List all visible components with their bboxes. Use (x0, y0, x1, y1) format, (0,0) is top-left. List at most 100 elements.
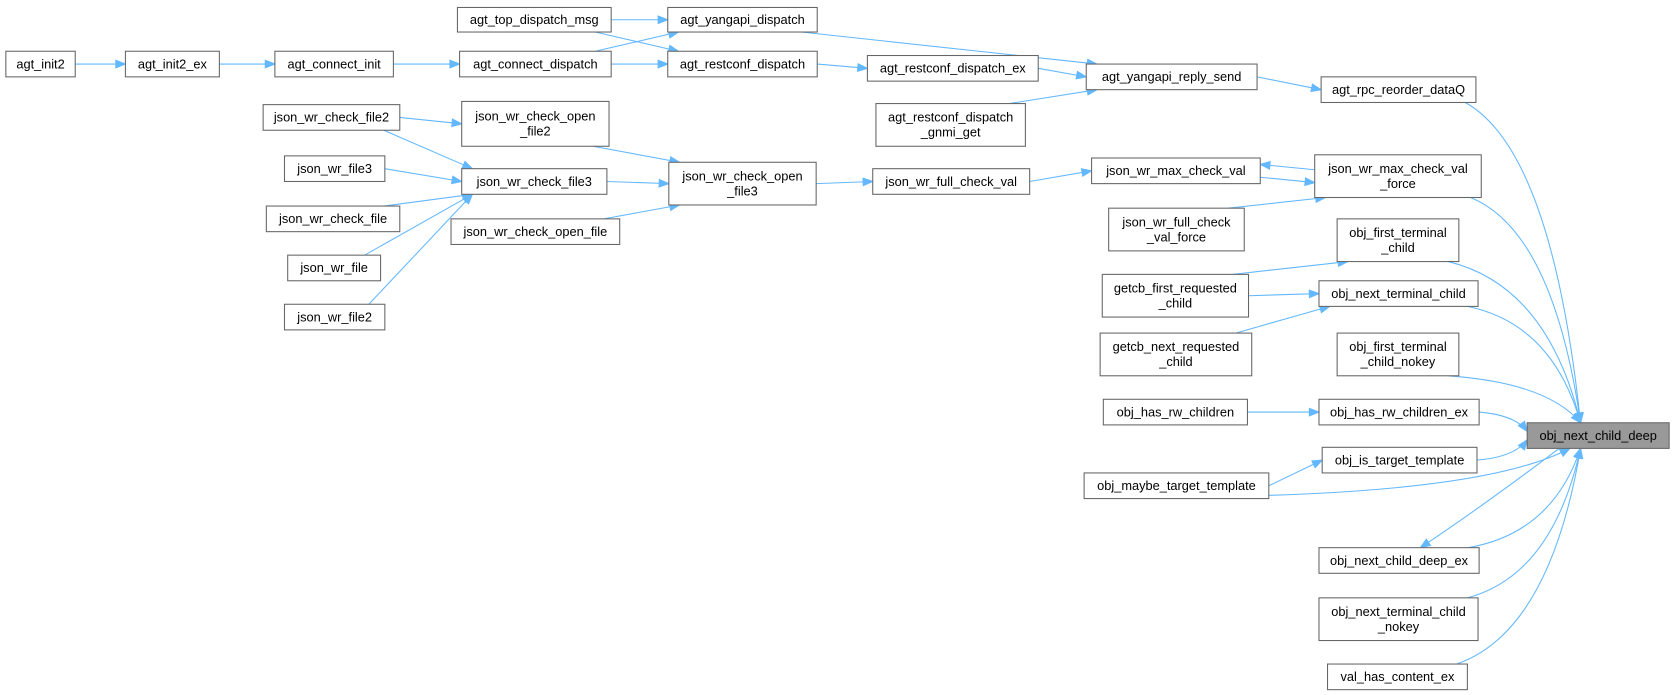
node-label: agt_yangapi_dispatch (680, 12, 805, 27)
edge-agt-rpc-reorder-dataQ-to-obj-next-child-deep (1464, 102, 1582, 423)
arrowhead-icon (1310, 83, 1323, 93)
node-json-wr-check-file[interactable]: json_wr_check_file (265, 205, 401, 233)
node-box (459, 50, 612, 78)
node-json-wr-file2[interactable]: json_wr_file2 (283, 303, 386, 331)
node-label: agt_connect_dispatch (473, 56, 598, 71)
node-box (283, 303, 386, 331)
node-agt-connect-init[interactable]: agt_connect_init (274, 50, 394, 78)
node-box (1101, 273, 1250, 318)
node-json-wr-check-open-file2[interactable]: json_wr_check_open_file2 (461, 100, 610, 147)
node-label: obj_next_terminal_child (1331, 286, 1465, 301)
node-getcb-next-requested-child[interactable]: getcb_next_requested_child (1099, 332, 1253, 377)
arrowhead-icon (1304, 177, 1317, 187)
node-box (1099, 332, 1253, 377)
node-obj-first-terminal-child[interactable]: obj_first_terminal_child (1336, 218, 1460, 263)
node-agt-rpc-reorder-dataQ[interactable]: agt_rpc_reorder_dataQ (1320, 76, 1477, 104)
node-obj-maybe-target-template[interactable]: obj_maybe_target_template (1083, 472, 1270, 500)
node-agt-yangapi-reply-send[interactable]: agt_yangapi_reply_send (1085, 63, 1258, 91)
node-label: json_wr_file3 (296, 161, 372, 176)
node-label: _val_force (1146, 229, 1206, 244)
node-obj-next-child-deep[interactable]: obj_next_child_deep (1526, 422, 1670, 449)
node-obj-next-child-deep-ex[interactable]: obj_next_child_deep_ex (1318, 547, 1480, 574)
node-box (1085, 63, 1258, 91)
node-agt-init2[interactable]: agt_init2 (5, 50, 76, 78)
edge-obj-next-child-deep-to-obj-next-child-deep-ex (1420, 447, 1560, 549)
arrowhead-icon (1517, 438, 1529, 451)
node-label: agt_init2 (16, 56, 64, 71)
edge-json-wr-file-to-json-wr-check-file3 (364, 193, 473, 256)
node-box (1321, 446, 1478, 474)
node-label: val_has_content_ex (1341, 669, 1455, 684)
node-label: _file3 (726, 183, 758, 198)
node-agt-connect-dispatch[interactable]: agt_connect_dispatch (459, 50, 612, 78)
node-json-wr-file3[interactable]: json_wr_file3 (283, 155, 386, 183)
node-label: _child (1158, 354, 1192, 369)
node-box (124, 50, 220, 78)
node-label: obj_has_rw_children_ex (1330, 404, 1469, 419)
node-obj-has-rw-children[interactable]: obj_has_rw_children (1102, 398, 1248, 426)
node-box (283, 155, 386, 183)
node-label: json_wr_full_check (1121, 214, 1231, 229)
node-box (1326, 663, 1468, 691)
node-obj-is-target-template[interactable]: obj_is_target_template (1321, 446, 1478, 474)
node-obj-next-terminal-child[interactable]: obj_next_terminal_child (1318, 280, 1479, 307)
node-box (461, 100, 610, 147)
edge-getcb-first-requested-child-to-obj-next-terminal-child (1248, 293, 1319, 297)
node-json-wr-full-check-val-force[interactable]: json_wr_full_check_val_force (1108, 207, 1245, 252)
node-json-wr-file[interactable]: json_wr_file (287, 254, 382, 282)
arrowhead-icon (1419, 538, 1432, 549)
arrowhead-icon (1311, 459, 1324, 469)
arrowhead-icon (1517, 420, 1529, 433)
edge-json-wr-full-check-val-force-to-json-wr-max-check-val-force (1228, 196, 1326, 209)
node-label: _force (1379, 176, 1416, 191)
node-agt-yangapi-dispatch[interactable]: agt_yangapi_dispatch (667, 6, 818, 33)
node-label: json_wr_max_check_val (1327, 161, 1467, 176)
node-agt-init2-ex[interactable]: agt_init2_ex (124, 50, 220, 78)
node-box (274, 50, 394, 78)
node-val-has-content-ex[interactable]: val_has_content_ex (1326, 663, 1468, 691)
node-json-wr-max-check-val[interactable]: json_wr_max_check_val (1091, 157, 1261, 185)
node-label: agt_connect_init (288, 56, 382, 71)
node-obj-next-terminal-child-nokey[interactable]: obj_next_terminal_child_nokey (1318, 597, 1479, 642)
node-label: _child_nokey (1360, 354, 1436, 369)
node-label: obj_first_terminal (1349, 225, 1446, 240)
edge-obj-first-terminal-child-nokey-to-obj-next-child-deep (1448, 375, 1581, 424)
arrowhead-icon (1558, 447, 1572, 458)
node-agt-restconf-dispatch-ex[interactable]: agt_restconf_dispatch_ex (866, 54, 1039, 82)
node-label: obj_has_rw_children (1117, 404, 1234, 419)
edge-json-wr-check-file2-to-json-wr-check-open-file2 (399, 116, 462, 125)
node-box (1336, 218, 1460, 263)
node-label: json_wr_full_check_val (884, 174, 1017, 189)
node-label: _gnmi_get (920, 125, 981, 140)
node-label: json_wr_check_open (474, 109, 595, 124)
node-agt-restconf-dispatch-gnmi-get[interactable]: agt_restconf_dispatch_gnmi_get (875, 103, 1026, 147)
arrowhead-icon (1075, 70, 1088, 80)
edge-json-wr-check-file2-to-json-wr-check-file3 (383, 129, 473, 170)
node-json-wr-check-open-file3[interactable]: json_wr_check_open_file3 (668, 161, 817, 206)
node-json-wr-check-file3[interactable]: json_wr_check_file3 (461, 168, 608, 195)
node-agt-restconf-dispatch[interactable]: agt_restconf_dispatch (667, 50, 818, 78)
node-obj-first-terminal-child-nokey[interactable]: obj_first_terminal_child_nokey (1336, 332, 1460, 377)
node-label: json_wr_file (299, 260, 368, 275)
arrowhead-icon (451, 118, 464, 128)
node-agt-top-dispatch-msg[interactable]: agt_top_dispatch_msg (456, 6, 612, 33)
node-label: json_wr_file2 (296, 309, 372, 324)
node-label: agt_restconf_dispatch (680, 56, 805, 71)
node-label: getcb_next_requested (1113, 339, 1240, 354)
node-getcb-first-requested-child[interactable]: getcb_first_requested_child (1101, 273, 1250, 318)
node-box (1318, 280, 1479, 307)
node-box (668, 161, 817, 206)
node-obj-has-rw-children-ex[interactable]: obj_has_rw_children_ex (1318, 398, 1480, 426)
node-box (1318, 398, 1480, 426)
edge-json-wr-check-open-file2-to-json-wr-check-open-file3 (592, 145, 680, 163)
node-json-wr-check-file2[interactable]: json_wr_check_file2 (262, 104, 401, 131)
node-json-wr-full-check-val[interactable]: json_wr_full_check_val (872, 168, 1031, 195)
node-box (1314, 154, 1482, 199)
node-json-wr-max-check-val-force[interactable]: json_wr_max_check_val_force (1314, 154, 1482, 199)
edge-json-wr-check-open-file-to-json-wr-check-open-file3 (603, 204, 680, 220)
node-json-wr-check-open-file[interactable]: json_wr_check_open_file (450, 218, 621, 246)
arrowhead-icon (1574, 446, 1584, 460)
node-label: agt_top_dispatch_msg (470, 12, 599, 27)
node-label: _child (1380, 240, 1414, 255)
